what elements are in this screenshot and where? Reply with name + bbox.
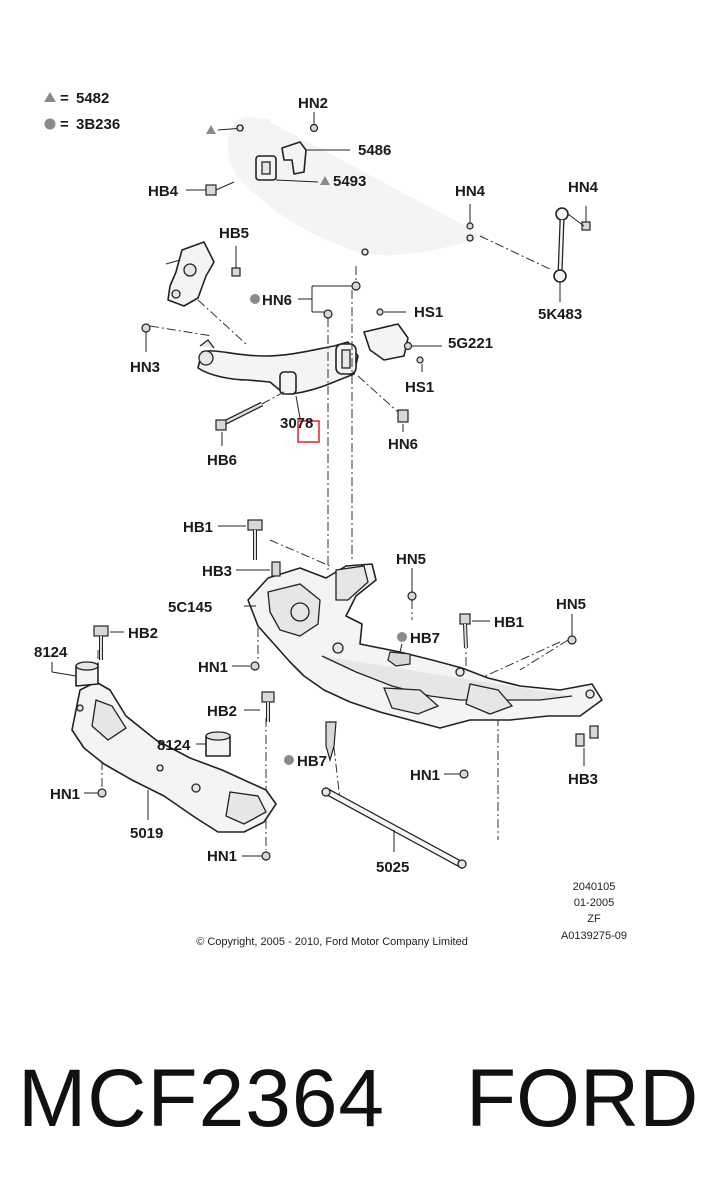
circle-marker-icon bbox=[284, 755, 294, 765]
label-hs1-top: HS1 bbox=[414, 304, 443, 321]
label-hn1-right: HN1 bbox=[410, 767, 440, 784]
label-hn6-bottom: HN6 bbox=[388, 436, 418, 453]
triangle-marker-icon bbox=[320, 176, 330, 185]
circle-marker-icon bbox=[44, 118, 56, 130]
bolt-hb2-left bbox=[93, 625, 124, 660]
meta-line-1: 2040105 bbox=[573, 881, 616, 893]
nut-hn1-left bbox=[84, 788, 107, 798]
part-number: MCF2364 bbox=[18, 1053, 386, 1144]
circle-marker-icon bbox=[397, 632, 407, 642]
rear-crossmember bbox=[71, 681, 277, 833]
mount-8124-mid bbox=[196, 731, 231, 757]
label-hn1-left: HN1 bbox=[50, 786, 80, 803]
label-8124-left: 8124 bbox=[34, 644, 68, 661]
legend-triangle-code: 5482 bbox=[76, 90, 109, 107]
lower-control-arm bbox=[197, 339, 359, 395]
label-hb1-right: HB1 bbox=[494, 614, 524, 631]
meta-line-4: A0139275-09 bbox=[561, 930, 627, 942]
bolt-hb1-left bbox=[218, 519, 263, 560]
bolt-hb1-right bbox=[459, 613, 490, 649]
label-hb7-top: HB7 bbox=[410, 630, 440, 647]
bolt-hb7-bottom bbox=[284, 721, 337, 765]
tie-bar bbox=[321, 786, 467, 870]
label-5019: 5019 bbox=[130, 825, 163, 842]
circle-marker-icon bbox=[250, 294, 260, 304]
label-5493: 5493 bbox=[333, 173, 366, 190]
nut-hn6-top bbox=[250, 266, 361, 319]
highlight-box bbox=[297, 420, 320, 443]
nut-hn3 bbox=[141, 323, 213, 352]
nut-hn5-top bbox=[407, 568, 417, 601]
label-5c145: 5C145 bbox=[168, 599, 212, 616]
triangle-marker-icon bbox=[206, 125, 216, 134]
triangle-marker-icon bbox=[44, 92, 56, 102]
label-5g221: 5G221 bbox=[448, 335, 493, 352]
label-hb3-left: HB3 bbox=[202, 563, 232, 580]
bolt-hb4 bbox=[186, 181, 235, 196]
nut-hn1-bottom bbox=[242, 851, 271, 861]
mount-8124-left bbox=[51, 661, 99, 687]
steering-knuckle bbox=[165, 241, 247, 345]
stabilizer-bushing bbox=[255, 112, 350, 183]
label-hb2-left: HB2 bbox=[128, 625, 158, 642]
svg-text:=: = bbox=[60, 90, 69, 107]
label-hn5-top: HN5 bbox=[396, 551, 426, 568]
bolt-hb3-right bbox=[575, 725, 599, 766]
nut-hn1-a bbox=[232, 661, 260, 671]
meta-line-3: ZF bbox=[587, 913, 601, 925]
label-hn2: HN2 bbox=[298, 95, 328, 112]
label-hs1-bottom: HS1 bbox=[405, 379, 434, 396]
label-hn5-right: HN5 bbox=[556, 596, 586, 613]
svg-text:=: = bbox=[60, 116, 69, 133]
label-5k483: 5K483 bbox=[538, 306, 582, 323]
label-hn4-right: HN4 bbox=[568, 179, 599, 196]
drawing-meta-block: 2040105 01-2005 ZF A0139275-09 bbox=[561, 881, 627, 942]
nut-hn1-right bbox=[444, 769, 469, 779]
label-hb5: HB5 bbox=[219, 225, 249, 242]
front-subframe bbox=[244, 563, 603, 729]
copyright-notice: © Copyright, 2005 - 2010, Ford Motor Com… bbox=[196, 936, 468, 948]
legend: = 5482 = 3B236 bbox=[44, 90, 120, 133]
legend-circle-code: 3B236 bbox=[76, 116, 120, 133]
bolt-hb7-top bbox=[387, 632, 411, 667]
bushing-bracket bbox=[363, 308, 442, 372]
nut-hn6-bottom bbox=[357, 375, 409, 432]
label-hn4-left: HN4 bbox=[455, 183, 486, 200]
label-5486: 5486 bbox=[358, 142, 391, 159]
stabilizer-link bbox=[466, 204, 591, 302]
label-hn3: HN3 bbox=[130, 359, 160, 376]
meta-line-2: 01-2005 bbox=[574, 897, 614, 909]
label-3078: 3078 bbox=[280, 415, 313, 432]
label-hb4: HB4 bbox=[148, 183, 179, 200]
label-hb3-right: HB3 bbox=[568, 771, 598, 788]
callout-labels: HN2 5486 HB4 5493 HN4 HN4 5K483 HB5 HN6 … bbox=[34, 95, 599, 876]
label-hb6: HB6 bbox=[207, 452, 237, 469]
label-hn6-top: HN6 bbox=[262, 292, 292, 309]
nut-hn5-right bbox=[567, 614, 577, 645]
exploded-parts-diagram: = 5482 = 3B236 bbox=[34, 90, 627, 948]
label-hn1-a: HN1 bbox=[198, 659, 228, 676]
label-hn1-bottom: HN1 bbox=[207, 848, 237, 865]
bolt-hb6 bbox=[215, 391, 285, 446]
label-hb1-left: HB1 bbox=[183, 519, 213, 536]
label-hb7-bottom: HB7 bbox=[297, 753, 327, 770]
label-5025: 5025 bbox=[376, 859, 409, 876]
brand-name: FORD bbox=[466, 1053, 699, 1144]
label-hb2-mid: HB2 bbox=[207, 703, 237, 720]
label-8124-mid: 8124 bbox=[157, 737, 191, 754]
bolt-hb3-left bbox=[236, 561, 281, 577]
bolt-hb2-mid bbox=[244, 691, 275, 722]
